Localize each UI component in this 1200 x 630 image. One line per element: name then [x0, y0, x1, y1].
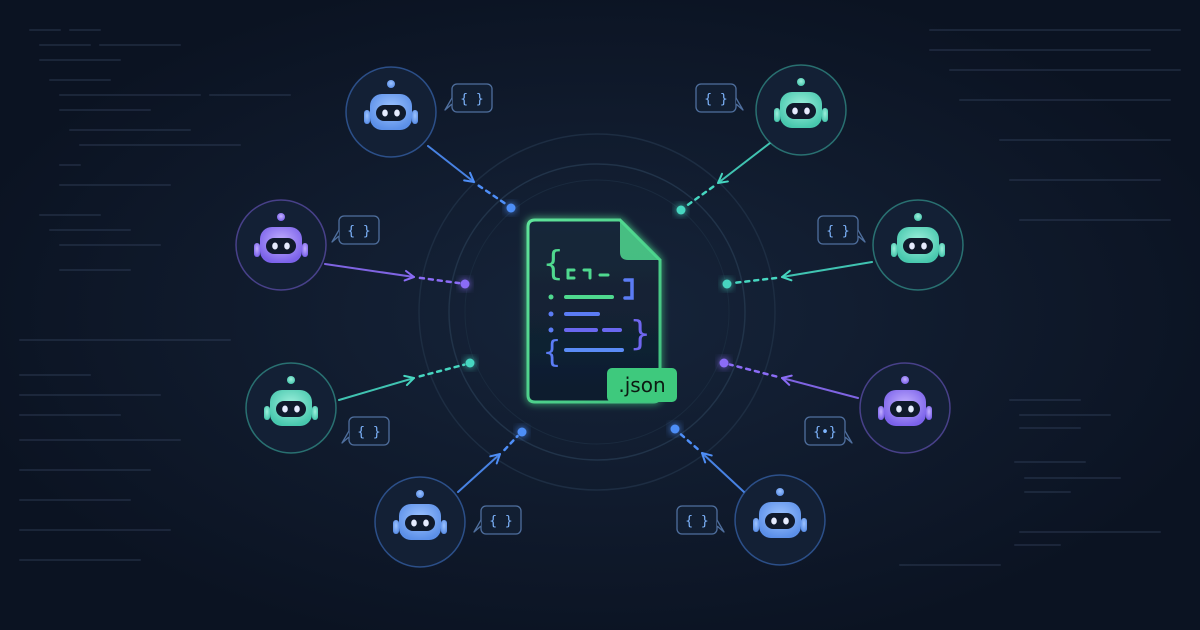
- robot-icon: [753, 488, 807, 538]
- arrowhead-icon: [489, 453, 501, 465]
- agent-upper-right-speech-bubble: { }: [817, 215, 866, 245]
- bubble-braces-label: { }: [685, 514, 708, 529]
- agent-lower-right-speech-bubble: {•}: [804, 416, 853, 446]
- agent-top-right-connector: [676, 142, 771, 215]
- agent-top-right: [755, 64, 847, 156]
- connection-node: [460, 279, 470, 289]
- robot-icon: [254, 213, 308, 263]
- background-code-texture-left: [19, 29, 291, 561]
- json-extension-label: .json: [618, 373, 665, 397]
- agent-lower-right: [859, 362, 951, 454]
- robot-icon: [264, 376, 318, 426]
- agent-lower-right-connector: [719, 358, 859, 399]
- json-extension-badge: .json: [607, 368, 677, 402]
- agent-bottom-right-connector: [670, 424, 745, 493]
- json-document-code-lines: { } {: [543, 244, 650, 370]
- bubble-braces-label: { }: [826, 224, 849, 239]
- agent-bottom-right-speech-bubble: { }: [676, 505, 725, 535]
- agent-top-left-speech-bubble: { }: [444, 83, 493, 113]
- connection-node: [465, 358, 475, 368]
- bubble-braces-label: { }: [704, 92, 727, 107]
- arrowhead-icon: [403, 269, 415, 282]
- background-code-texture-right: [899, 29, 1181, 566]
- agent-upper-left: [235, 199, 327, 291]
- bubble-braces-label: {•}: [813, 425, 836, 440]
- bubble-braces-label: { }: [357, 425, 380, 440]
- agent-bottom-left: [374, 476, 466, 568]
- agent-lower-left: [245, 362, 337, 454]
- agent-bottom-left-connector: [457, 427, 527, 493]
- agent-top-left: [345, 66, 437, 158]
- connection-node: [506, 203, 516, 213]
- close-brace-glyph: }: [630, 314, 650, 354]
- robot-icon: [364, 80, 418, 130]
- robot-icon: [774, 78, 828, 128]
- open-brace-glyph-small: {: [543, 335, 561, 370]
- open-brace-glyph: {: [543, 244, 563, 284]
- connection-node: [517, 427, 527, 437]
- robot-icon: [878, 376, 932, 426]
- robot-icon: [891, 213, 945, 263]
- arrowhead-icon: [781, 374, 793, 386]
- connectors: [324, 142, 873, 493]
- agent-upper-right-connector: [722, 261, 873, 289]
- arrowhead-icon: [717, 172, 729, 184]
- agent-upper-left-speech-bubble: { }: [331, 215, 380, 245]
- connection-node: [676, 205, 686, 215]
- bubble-braces-label: { }: [460, 92, 483, 107]
- arrowhead-icon: [701, 452, 713, 464]
- center-rings: [418, 133, 776, 491]
- bubble-braces-label: { }: [489, 514, 512, 529]
- agent-upper-left-connector: [324, 263, 470, 289]
- agent-upper-right: [872, 199, 964, 291]
- json-document: [526, 218, 662, 404]
- connection-node: [670, 424, 680, 434]
- agent-lower-left-speech-bubble: { }: [341, 416, 390, 446]
- agent-bottom-left-speech-bubble: { }: [473, 505, 522, 535]
- agent-top-left-connector: [427, 145, 516, 213]
- arrowhead-icon: [403, 374, 415, 387]
- bubble-braces-label: { }: [347, 224, 370, 239]
- connection-node: [722, 279, 732, 289]
- robot-icon: [393, 490, 447, 540]
- agents: { } { } { } { } { } {•} { } { }: [235, 64, 964, 568]
- arrowhead-icon: [781, 269, 793, 282]
- connection-node: [719, 358, 729, 368]
- agent-top-right-speech-bubble: { }: [695, 83, 744, 113]
- agent-lower-left-connector: [338, 358, 475, 401]
- arrowhead-icon: [463, 171, 475, 183]
- agent-bottom-right: [734, 474, 826, 566]
